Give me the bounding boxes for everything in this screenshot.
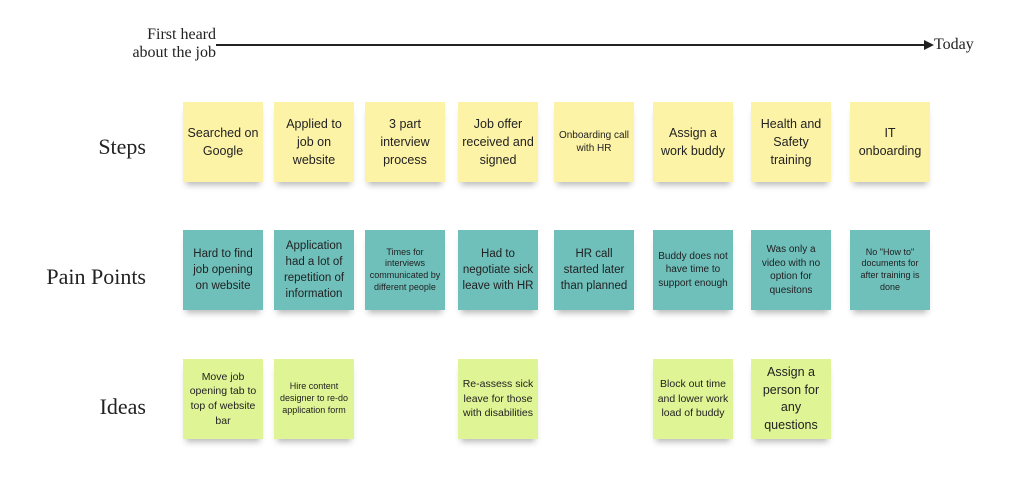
step-note[interactable]: Searched on Google <box>183 102 263 182</box>
row-label-pain-points: Pain Points <box>46 264 146 289</box>
timeline-end-label: Today <box>934 36 974 53</box>
idea-note[interactable]: Hire content designer to re-do applicati… <box>274 359 354 439</box>
pain-point-note[interactable]: HR call started later than planned <box>554 230 634 310</box>
row-label-ideas: Ideas <box>99 394 146 419</box>
pain-point-note[interactable]: Buddy does not have time to support enou… <box>653 230 733 310</box>
step-note[interactable]: IT onboarding <box>850 102 930 182</box>
step-note[interactable]: 3 part interview process <box>365 102 445 182</box>
step-note[interactable]: Assign a work buddy <box>653 102 733 182</box>
idea-note[interactable]: Move job opening tab to top of website b… <box>183 359 263 439</box>
pain-point-note[interactable]: Times for interviews communicated by dif… <box>365 230 445 310</box>
idea-note[interactable]: Block out time and lower work load of bu… <box>653 359 733 439</box>
step-note[interactable]: Job offer received and signed <box>458 102 538 182</box>
timeline-start-label: First heard about the job <box>132 26 216 62</box>
pain-point-note[interactable]: Hard to find job opening on website <box>183 230 263 310</box>
pain-point-note[interactable]: Had to negotiate sick leave with HR <box>458 230 538 310</box>
step-note[interactable]: Health and Safety training <box>751 102 831 182</box>
idea-note[interactable]: Assign a person for any questions <box>751 359 831 439</box>
pain-point-note[interactable]: Was only a video with no option for ques… <box>751 230 831 310</box>
step-note[interactable]: Applied to job on website <box>274 102 354 182</box>
step-note[interactable]: Onboarding call with HR <box>554 102 634 182</box>
row-label-steps: Steps <box>98 134 146 159</box>
pain-point-note[interactable]: No "How to" documents for after training… <box>850 230 930 310</box>
idea-note[interactable]: Re-assess sick leave for those with disa… <box>458 359 538 439</box>
pain-point-note[interactable]: Application had a lot of repetition of i… <box>274 230 354 310</box>
